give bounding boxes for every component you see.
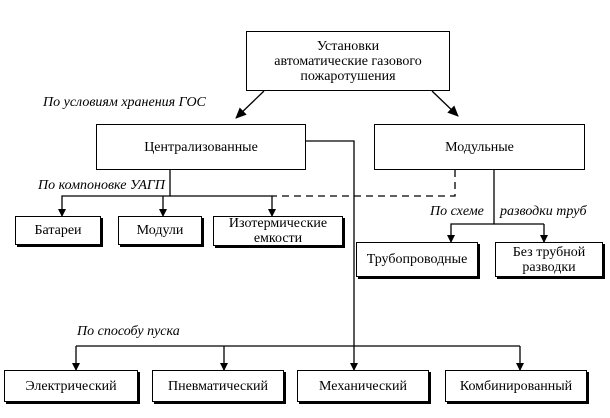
node-isothermal: Изотермические емкости	[213, 216, 343, 246]
node-modules: Модули	[118, 216, 202, 245]
label-storage: По условиям хранения ГОС	[43, 95, 206, 110]
line-modular-piping	[447, 170, 495, 243]
node-mechanical: Механический	[297, 370, 429, 402]
node-electric: Электрический	[4, 370, 138, 402]
node-batteries: Батареи	[15, 216, 101, 245]
node-modular: Модульные	[374, 124, 585, 170]
node-combined: Комбинированный	[445, 370, 587, 402]
arrow-root-centralized	[235, 90, 265, 119]
label-piping-b: разводки труб	[500, 204, 587, 219]
dashed-modular-layout	[272, 170, 456, 197]
root-label: Установки автоматические газового пожаро…	[274, 38, 422, 84]
arrow-root-modular	[431, 90, 459, 117]
node-pipeline: Трубопроводные	[356, 242, 478, 277]
node-pneumatic: Пневматический	[152, 370, 284, 402]
line-centralized-start	[306, 140, 355, 346]
label-layout: По компоновке УАГП	[38, 178, 165, 193]
node-centralized: Централизованные	[96, 124, 306, 170]
label-piping-a: По схеме	[430, 204, 484, 219]
root-node: Установки автоматические газового пожаро…	[246, 31, 450, 91]
line-centralized-layout	[58, 170, 171, 217]
label-start: По способу пуска	[77, 324, 180, 339]
node-no-pipe: Без трубной разводки	[495, 242, 603, 277]
